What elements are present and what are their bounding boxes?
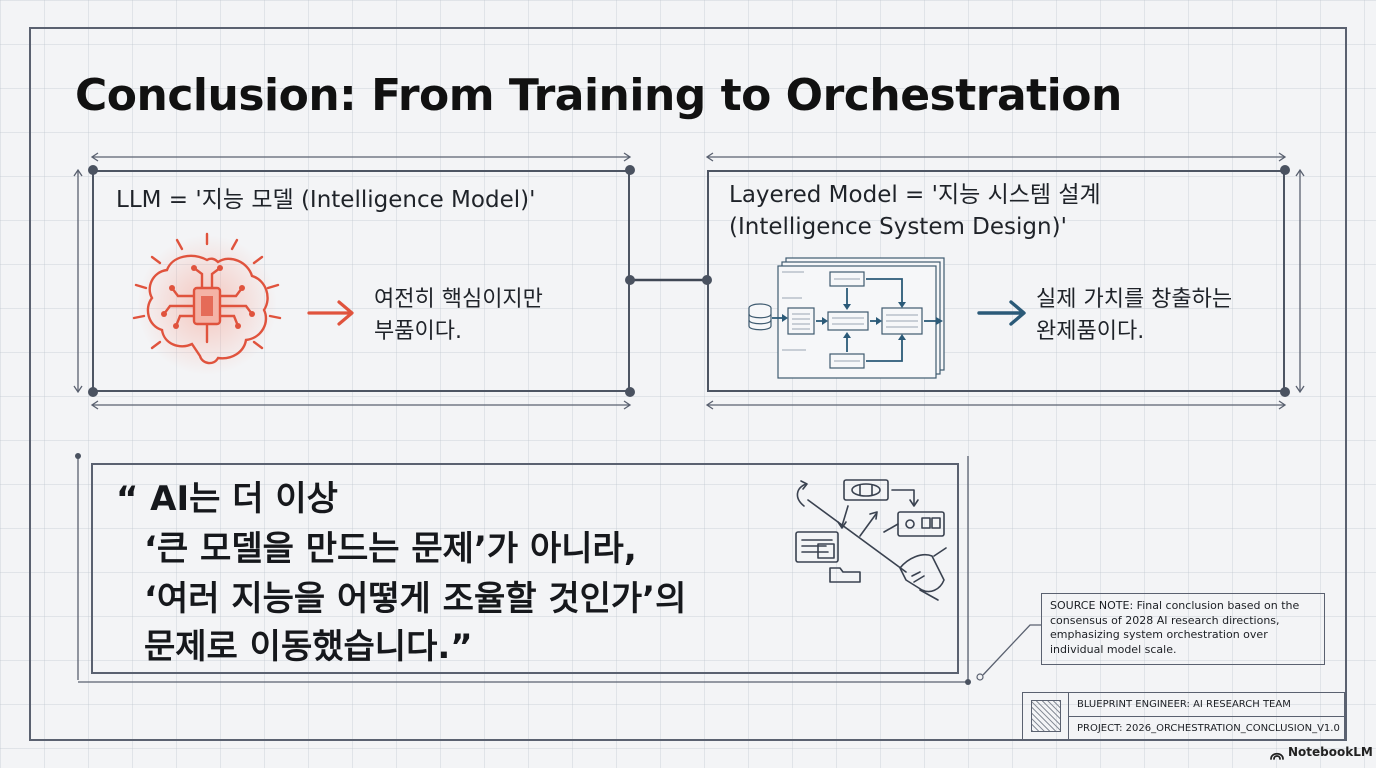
layered-panel-text-2: 완제품이다. (1036, 319, 1145, 344)
llm-panel-text-2: 부품이다. (374, 319, 462, 344)
title-block-engineer: BLUEPRINT ENGINEER: AI RESEARCH TEAM (1077, 699, 1291, 710)
connector-dot (1280, 387, 1290, 397)
connector-dot (625, 275, 635, 285)
quote-box (91, 463, 959, 674)
quote-line-4: 문제로 이동했습니다.” (144, 627, 473, 667)
llm-panel-text-1: 여전히 핵심이지만 (374, 287, 543, 312)
llm-panel-title: LLM = '지능 모델 (Intelligence Model)' (116, 187, 536, 213)
slide-frame (29, 27, 1347, 741)
arrow-right-icon (307, 300, 354, 326)
title-block: BLUEPRINT ENGINEER: AI RESEARCH TEAM PRO… (1022, 692, 1345, 740)
hatched-stamp-icon (1031, 700, 1061, 732)
connector-dot (88, 387, 98, 397)
slide-title: Conclusion: From Training to Orchestrati… (75, 70, 1122, 121)
notebooklm-logo-icon (1270, 752, 1284, 760)
quote-line-3: ‘여러 지능을 어떻게 조율할 것인가’의 (144, 579, 687, 619)
layered-panel-title-2: (Intelligence System Design)' (729, 214, 1067, 240)
source-note: SOURCE NOTE: Final conclusion based on t… (1041, 593, 1325, 665)
connector-dot (1280, 165, 1290, 175)
llm-panel: LLM = '지능 모델 (Intelligence Model)' (92, 170, 630, 392)
layered-panel-text-1: 실제 가치를 창출하는 (1036, 287, 1233, 312)
conductor-baton-icon (795, 479, 947, 601)
arrow-right-icon (977, 300, 1026, 326)
title-block-project: PROJECT: 2026_ORCHESTRATION_CONCLUSION_V… (1077, 723, 1340, 734)
connector-dot (625, 165, 635, 175)
layered-panel-title-1: Layered Model = '지능 시스템 설계 (729, 182, 1101, 208)
layered-model-panel: Layered Model = '지능 시스템 설계 (Intelligence… (707, 170, 1285, 392)
brand-label: NotebookLM (1288, 745, 1373, 759)
quote-line-1: “ AI는 더 이상 (116, 479, 338, 519)
system-architecture-diagram-icon (748, 257, 945, 379)
connector-dot (625, 387, 635, 397)
connector-dot (702, 275, 712, 285)
title-block-divider (1068, 716, 1344, 717)
quote-line-2: ‘큰 모델을 만드는 문제’가 아니라, (144, 529, 637, 569)
brain-chip-icon (132, 232, 282, 375)
connector-dot (88, 165, 98, 175)
